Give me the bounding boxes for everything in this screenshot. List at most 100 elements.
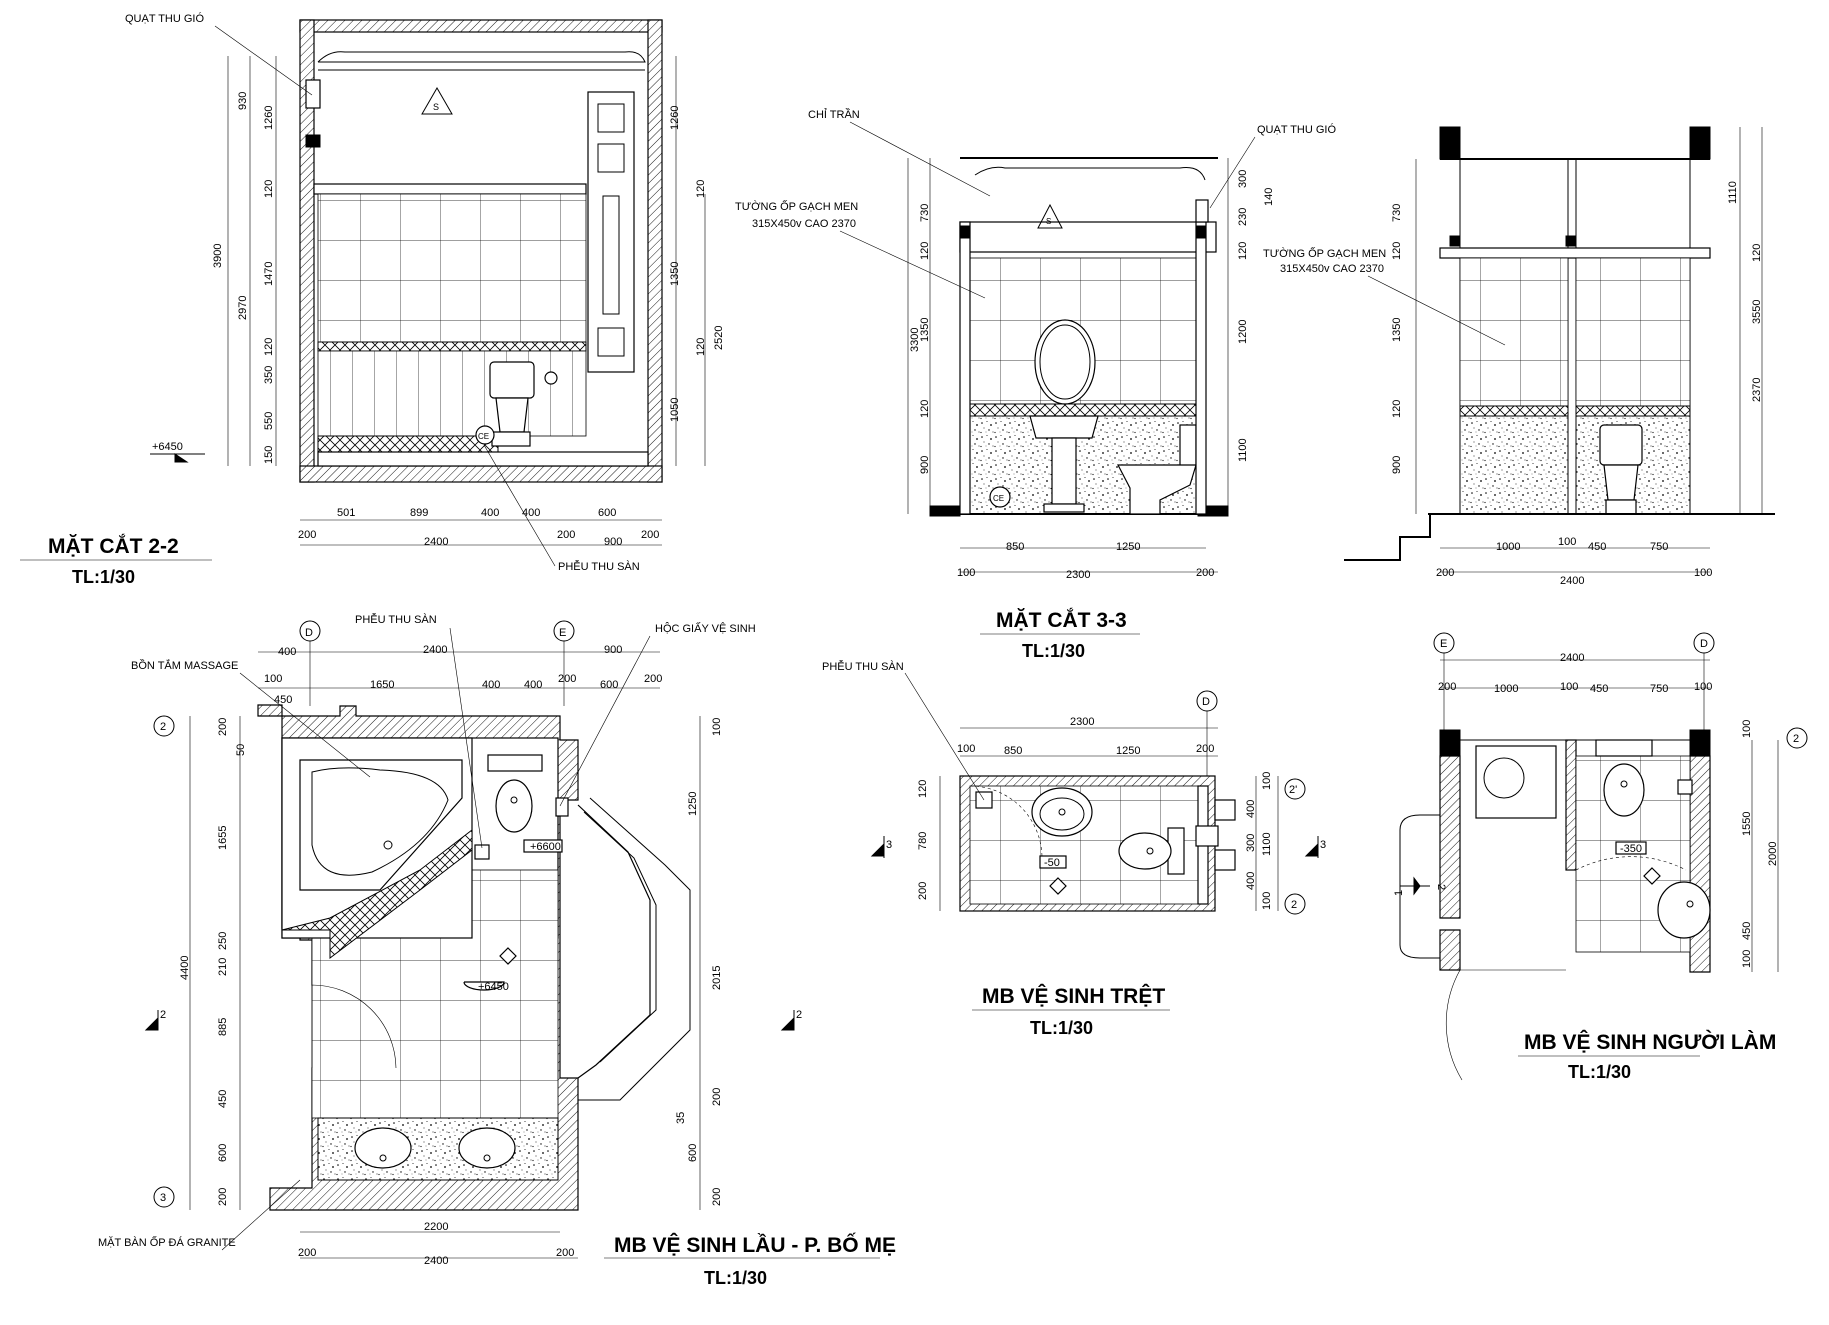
dim: 600: [687, 1144, 699, 1162]
dim: 300: [1237, 170, 1249, 188]
exhaust-fan-symbol: [1037, 203, 1063, 229]
section-marker: [1413, 876, 1421, 896]
dim: 1250: [1116, 541, 1140, 553]
scale-section-3-3: TL:1/30: [1022, 641, 1085, 661]
dim: 2520: [713, 326, 725, 350]
grid-label: 2: [160, 721, 166, 733]
dim: 400: [482, 679, 500, 691]
level-mark: +6600: [530, 841, 561, 853]
dim: 2200: [424, 1221, 448, 1233]
washbasin-right: [458, 1127, 516, 1169]
section-staff-dimensions: 730 120 1350 120 900 1110 120 2370 3550 …: [1391, 181, 1763, 587]
level-mark: -350: [1620, 843, 1642, 855]
tub-front: [317, 435, 499, 453]
dim: 1250: [1116, 745, 1140, 757]
level-mark: +6450: [478, 981, 509, 993]
plan-upper: +6600 +6450 BỒN TẮM MASSAGE PHỄU THU SÀN…: [98, 613, 802, 1259]
right-wall: [647, 19, 663, 483]
washing-machine: [1475, 745, 1557, 819]
dim: 2015: [711, 966, 723, 990]
dim: 120: [695, 180, 707, 198]
dim: 501: [337, 507, 355, 519]
title-section-3-3: MẶT CẮT 3-3: [996, 608, 1127, 632]
dim: 140: [1263, 188, 1275, 206]
svg-text:CE: CE: [478, 432, 489, 441]
dim: 550: [263, 412, 275, 430]
dim: 1110: [1727, 181, 1739, 204]
dim: 2400: [424, 1255, 448, 1267]
floor-slab: [299, 465, 663, 483]
dim: 100: [711, 718, 723, 736]
label-wall-tile: TƯỜNG ỐP GẠCH MEN: [735, 199, 858, 213]
dim: 200: [558, 673, 576, 685]
dim: 3300: [909, 328, 921, 352]
dim: 100: [1261, 772, 1273, 790]
dim: 200: [641, 529, 659, 541]
toilet-plan: [1118, 827, 1185, 875]
section-mark-label: 2: [1435, 884, 1447, 890]
dim: 450: [1588, 541, 1606, 553]
scale-section-2-2: TL:1/30: [72, 567, 135, 587]
dim: 730: [919, 204, 931, 222]
dim: 4400: [179, 956, 191, 980]
label-ceiling-trim: CHỈ TRẦN: [808, 108, 860, 121]
drain-symbol-icon: [499, 947, 517, 965]
dim: 100: [1741, 720, 1753, 738]
grid-bubble-2: [1284, 893, 1306, 915]
dim: 1260: [669, 106, 681, 130]
dim: 2400: [1560, 575, 1584, 587]
dim: 120: [1391, 400, 1403, 418]
dim: 210: [217, 958, 229, 976]
scale-plan-upper: TL:1/30: [704, 1268, 767, 1288]
grid-label: 3: [160, 1192, 166, 1204]
washbasin-plan: [1031, 787, 1093, 837]
dim: 100: [1741, 950, 1753, 968]
dim: 450: [274, 694, 292, 706]
dim: 120: [695, 338, 707, 356]
dim: 3900: [212, 244, 224, 268]
scale-plan-staff: TL:1/30: [1568, 1062, 1631, 1082]
dim: 1050: [669, 398, 681, 422]
dim: 120: [1751, 244, 1763, 262]
dim: 1100: [1261, 832, 1273, 856]
dim: 400: [481, 507, 499, 519]
floor-finish: [317, 451, 649, 467]
fan-icon: [305, 79, 321, 109]
dim: 300: [1245, 834, 1257, 852]
wall-tiles-upper: [317, 193, 587, 343]
dim: 1250: [687, 792, 699, 816]
washbasin-plan: [1657, 881, 1711, 939]
label-wall-tile-spec: 315X450v CAO 2370: [752, 218, 856, 230]
toilet-plan: [487, 754, 543, 833]
dim: 2400: [1560, 652, 1584, 664]
dim: 200: [298, 1247, 316, 1259]
dim: 200: [1196, 743, 1214, 755]
exhaust-fan-symbol: [421, 86, 453, 115]
dim: 200: [644, 673, 662, 685]
dim: 400: [524, 679, 542, 691]
dim: 1000: [1496, 541, 1520, 553]
dim: 200: [1438, 681, 1456, 693]
dim: 450: [1590, 683, 1608, 695]
label-fan: QUẠT THU GIÓ: [1257, 123, 1336, 136]
label-drain: PHỄU THU SÀN: [355, 613, 437, 626]
drain-symbol-icon: [1643, 867, 1661, 885]
section-mark-label: 1: [1393, 890, 1405, 896]
wall-tiles-left: [1459, 257, 1569, 407]
bay-window: [577, 804, 651, 1079]
dim: 100: [1261, 892, 1273, 910]
dim: 900: [604, 644, 622, 656]
section-marker: [1304, 842, 1319, 857]
tissue-box: [555, 797, 569, 817]
grid-label: D: [1700, 638, 1708, 650]
dim: 930: [237, 92, 249, 110]
section-3-3-dimensions: 3300 730 120 1350 120 900 300 230 120 12…: [909, 170, 1275, 581]
dim: 2400: [423, 644, 447, 656]
dim: 450: [217, 1090, 229, 1108]
ceiling-trim: [317, 51, 646, 63]
section-2-2-dimensions: 3900 930 2970 1260 120 1470 120 350 550 …: [212, 92, 725, 548]
wall-tiles-lower: [317, 350, 587, 437]
label-granite-counter: MẶT BÀN ỐP ĐÁ GRANITE: [98, 1235, 236, 1249]
dim: 900: [919, 456, 931, 474]
